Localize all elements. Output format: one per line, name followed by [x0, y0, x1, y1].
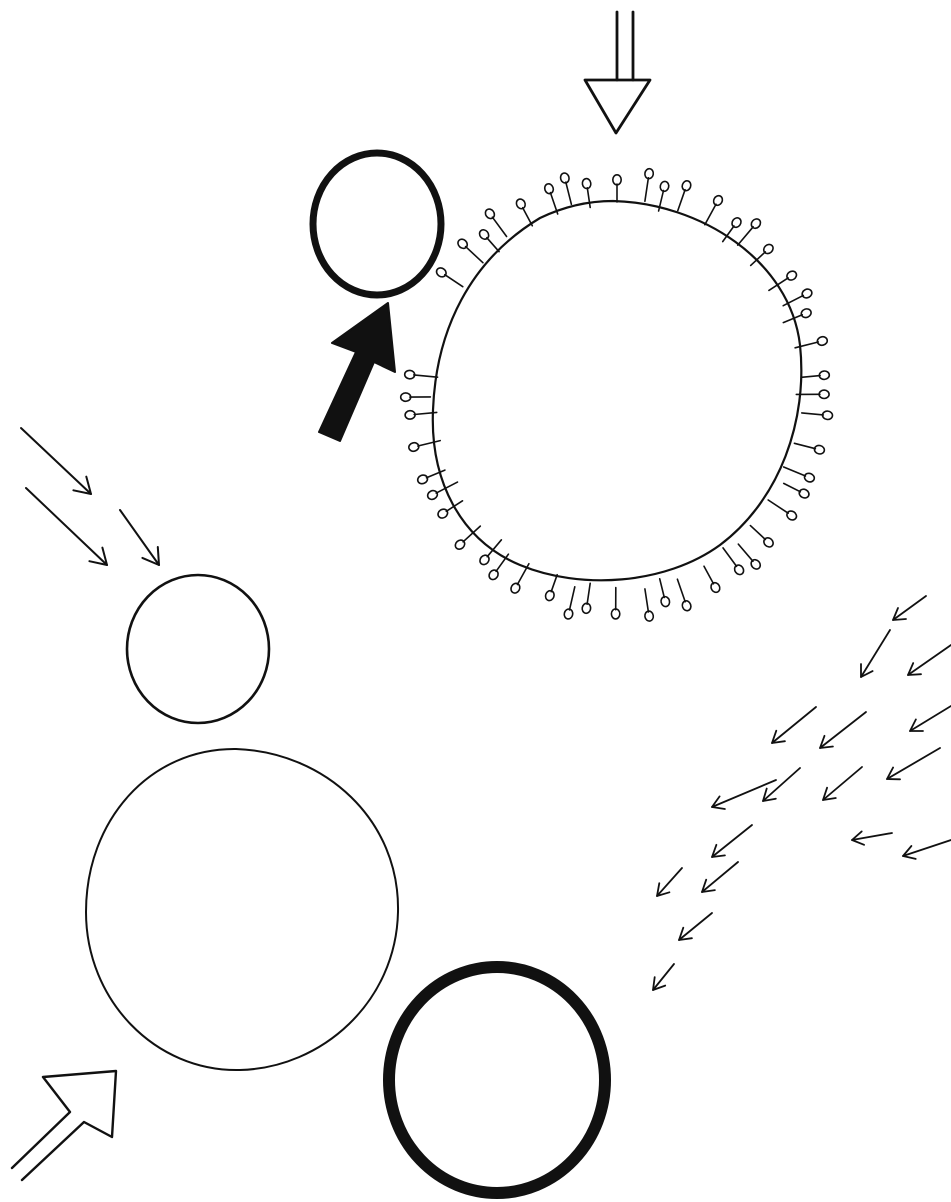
spike-stem [704, 566, 714, 584]
spike-stem [784, 483, 801, 491]
spike-head [560, 172, 571, 184]
spike-head [800, 307, 812, 319]
spike-head [543, 183, 554, 195]
spike-head [712, 194, 724, 207]
spike-head [426, 489, 439, 501]
hollow-arrow-diagonal [12, 1071, 116, 1180]
spike-head [785, 509, 798, 521]
spike-head [436, 507, 449, 519]
thin-arrow [887, 748, 940, 779]
spike-stem [738, 544, 753, 561]
spike-stem [587, 188, 590, 208]
spike-stem [551, 575, 557, 592]
spike-head [814, 444, 826, 455]
small-bold-circle [313, 153, 441, 295]
thin-arrow [908, 645, 951, 675]
spike-head [509, 582, 521, 595]
spike-head [408, 442, 420, 453]
thin-arrow-cluster-left [21, 428, 159, 565]
thin-arrow [653, 964, 674, 990]
spike-stem [794, 443, 815, 448]
thin-arrow [763, 768, 800, 801]
solid-arrow-up [319, 303, 395, 441]
thin-arrow [120, 510, 159, 565]
thin-arrow [852, 831, 892, 844]
spike-stem [445, 275, 463, 287]
spike-stem [768, 500, 788, 513]
thin-arrow [26, 488, 107, 565]
small-thin-circle [127, 575, 269, 723]
spiked-circle [401, 168, 833, 622]
large-thin-circle [86, 749, 398, 1070]
spike-stem [487, 238, 499, 252]
spike-head [515, 198, 527, 211]
spike-stem [678, 190, 685, 211]
spike-stem [463, 526, 480, 542]
spike-stem [466, 247, 483, 263]
spike-stem [523, 208, 533, 226]
spike-head [709, 581, 721, 594]
spike-stem [738, 227, 754, 245]
spike-stem [750, 526, 765, 540]
spike-head [563, 608, 573, 620]
thin-arrow [903, 840, 951, 859]
spike-stem [446, 501, 462, 512]
spike-stem [492, 217, 506, 236]
thin-arrow [823, 767, 862, 800]
spiked-circle-outline [433, 201, 802, 580]
spike-stem [751, 252, 766, 266]
thin-arrow [893, 596, 926, 620]
thin-arrow [861, 630, 890, 677]
spike-stem [418, 441, 440, 446]
hollow-arrow-down [585, 12, 650, 133]
spike-head [659, 181, 669, 193]
spike-head [730, 216, 743, 229]
spike-stem [802, 376, 821, 378]
spike-stem [645, 178, 649, 202]
spike-head [660, 596, 671, 608]
spike-stem [587, 583, 590, 604]
thin-arrow [679, 913, 712, 940]
thin-arrow [712, 780, 776, 809]
spike-stem [723, 548, 737, 567]
spike-head [816, 336, 828, 347]
spike-stem [677, 579, 685, 602]
spike-group [401, 168, 833, 622]
spike-head [801, 287, 814, 299]
spike-head [416, 474, 428, 486]
spike-stem [566, 182, 572, 204]
spike-stem [705, 204, 716, 225]
spike-head [798, 488, 811, 500]
spike-stem [645, 589, 649, 612]
spike-stem [795, 342, 818, 348]
thin-arrow [21, 428, 91, 494]
spike-head [681, 180, 692, 192]
thin-arrow [657, 868, 682, 896]
spike-head [544, 590, 555, 602]
spike-head [733, 563, 746, 576]
spike-head [484, 207, 497, 220]
spike-head [435, 266, 448, 279]
thin-arrow [702, 862, 738, 892]
spike-stem [769, 278, 788, 291]
spike-stem [660, 579, 665, 598]
spike-stem [570, 587, 575, 610]
spike-stem [784, 467, 806, 476]
thin-arrow [772, 707, 816, 743]
spike-head [681, 600, 692, 612]
spike-stem [802, 413, 824, 415]
spike-head [785, 269, 798, 281]
spike-head [487, 568, 500, 581]
thin-arrow [820, 712, 866, 748]
spike-head [803, 472, 815, 484]
thin-arrow-swarm-right [653, 596, 951, 990]
thin-arrow [910, 706, 951, 731]
thin-arrow [712, 825, 752, 857]
spike-stem [414, 375, 438, 377]
bold-ring [389, 967, 605, 1193]
